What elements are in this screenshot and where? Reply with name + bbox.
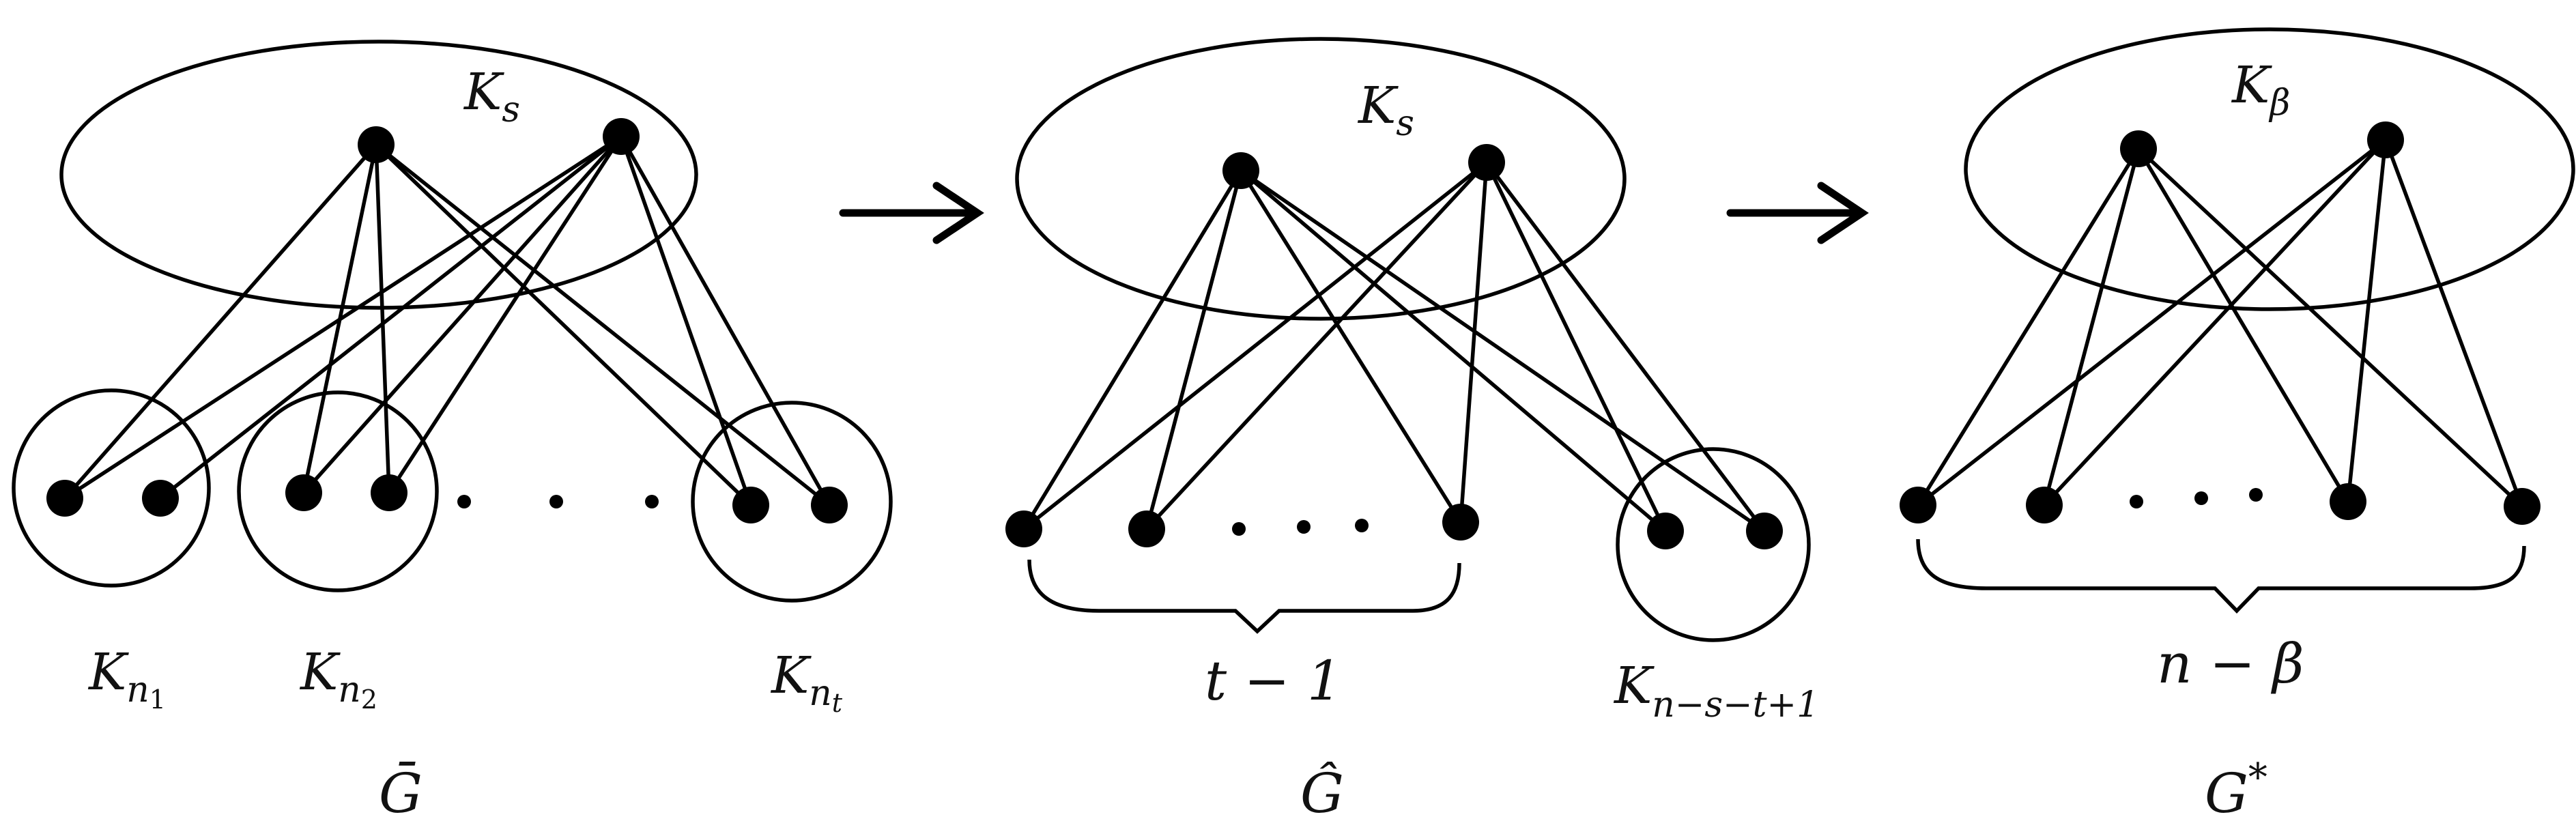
- vertex-t-1-second: [1128, 511, 1165, 547]
- vertex-kn1-a: [46, 480, 83, 517]
- vertex-kn2-a: [285, 474, 322, 511]
- panel-g-star: n − β Kβ G*: [1900, 27, 2575, 825]
- panel-g-hat: t − 1 Ks Kn−s−t+1 Ĝ: [1005, 37, 1819, 825]
- clique-ellipse-kbeta: [1964, 27, 2575, 311]
- group-label-knt: Knt: [770, 646, 843, 718]
- ellipsis-dots-2: [1232, 519, 1369, 536]
- vertex-kn2-b: [371, 474, 407, 511]
- arrow-2: [1726, 182, 1869, 244]
- vertex-group-b: [1746, 513, 1783, 549]
- brace-label-n-beta: n − β: [2157, 632, 2304, 695]
- vertex-kn1-b: [142, 480, 179, 517]
- edges-panel-3: [1916, 138, 2524, 508]
- vertex-t-1-first: [1005, 511, 1042, 547]
- brace-label-t-1: t − 1: [1205, 649, 1342, 713]
- brace-n-beta: [1916, 538, 2526, 614]
- group-label-kn2: Kn2: [299, 643, 377, 715]
- vertex-rest-last: [2504, 488, 2541, 525]
- vertex-knt-b: [811, 487, 848, 523]
- clique-label-kbeta: Kβ: [2231, 56, 2290, 124]
- ellipsis-dots-1: [457, 495, 659, 508]
- group-circle-kn2: [237, 390, 439, 592]
- clique-label-ks-1: Ks: [463, 63, 520, 130]
- group-label-kn-s-t-1: Kn−s−t+1: [1613, 657, 1819, 725]
- vertex-group-a: [1647, 513, 1684, 549]
- caption-g-star: G*: [2205, 756, 2267, 825]
- vertex-ks-b: [603, 118, 640, 155]
- clique-label-ks-2: Ks: [1357, 76, 1414, 144]
- group-circle-kn-s-t-1: [1616, 447, 1811, 642]
- edges-panel-1: [63, 134, 831, 507]
- vertex-knt-a: [732, 487, 769, 523]
- group-label-kn1: Kn1: [87, 643, 166, 715]
- group-circle-knt: [691, 401, 893, 603]
- vertex-kbeta-b: [2367, 121, 2404, 158]
- brace-t-1: [1027, 559, 1461, 634]
- arrow-1: [839, 182, 984, 244]
- ellipsis-dots-3: [2130, 488, 2263, 508]
- vertex-ks2-b: [1468, 144, 1505, 181]
- clique-ellipse-ks-1: [59, 40, 698, 310]
- caption-g-hat: Ĝ: [1300, 761, 1344, 825]
- vertex-rest-second: [2026, 487, 2063, 523]
- vertex-ks-a: [358, 126, 395, 163]
- vertex-rest-third: [2330, 483, 2366, 520]
- caption-g-bar: Ḡ: [379, 761, 423, 825]
- vertex-t-1-last: [1442, 504, 1479, 541]
- edges-panel-2: [1022, 160, 1766, 533]
- vertex-rest-first: [1900, 487, 1936, 523]
- clique-ellipse-ks-2: [1015, 37, 1627, 321]
- vertex-kbeta-a: [2120, 130, 2157, 167]
- panel-g-bar: Ks Kn1 Kn2 Knt Ḡ: [12, 40, 893, 825]
- group-circle-kn1: [12, 388, 211, 588]
- vertex-ks2-a: [1222, 152, 1259, 189]
